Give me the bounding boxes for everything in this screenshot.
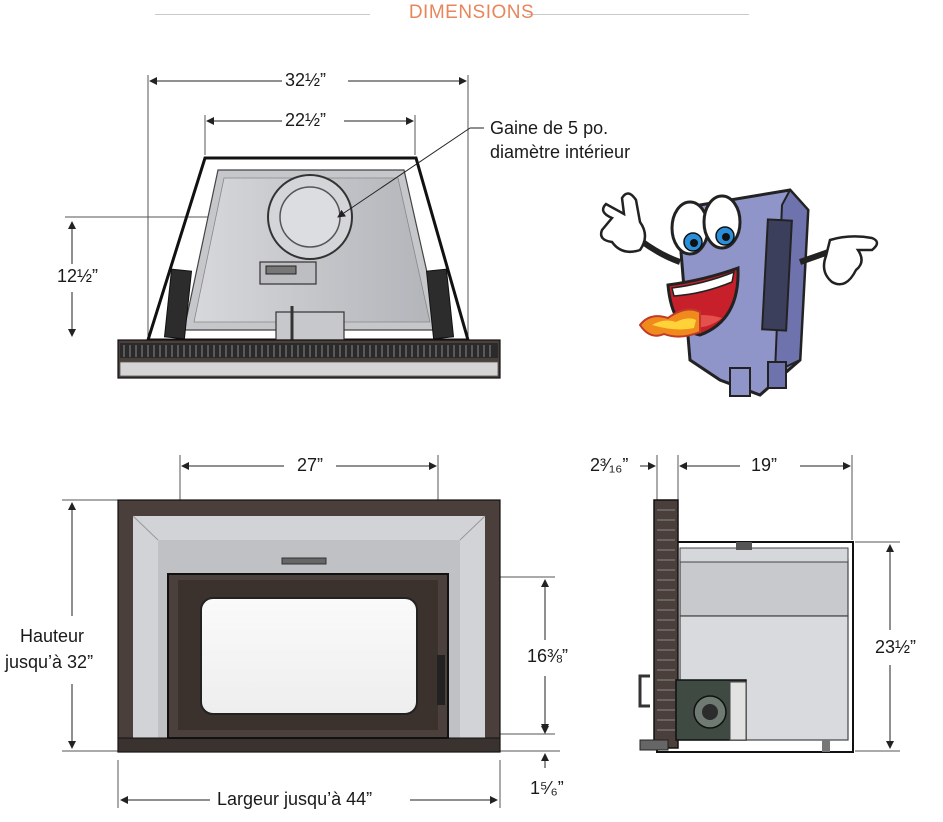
faceplate-depth-label: 2³⁄₁₆” [590, 455, 629, 475]
front-width-label: Largeur jusqu’à 44” [214, 789, 376, 810]
flue-note-line-2: diamètre intérieur [490, 142, 631, 162]
front-view-drawing [62, 455, 560, 808]
top-width-inner-label: 22½” [282, 110, 330, 131]
stove-mascot-icon [597, 175, 883, 407]
title-rule-right [527, 14, 749, 15]
section-header: DIMENSIONS [0, 0, 943, 30]
side-height-label: 23½” [872, 637, 920, 658]
side-depth-label: 19” [748, 455, 781, 476]
side-view-drawing [638, 455, 900, 753]
flue-note-line-1: Gaine de 5 po. [490, 118, 609, 138]
front-height-label-line-2: jusqu’à 32” [5, 652, 94, 672]
top-view-drawing [65, 75, 501, 379]
door-height-label: 16⅜” [524, 646, 572, 667]
section-title: DIMENSIONS [408, 2, 535, 23]
front-opening-width-label: 27” [294, 455, 327, 476]
title-rule-left [155, 14, 370, 15]
top-width-outer-label: 32½” [282, 70, 330, 91]
base-height-label: 1⁵⁄₆” [530, 778, 564, 798]
top-height-label: 12½” [54, 266, 102, 287]
front-height-label-line-1: Hauteur [20, 626, 85, 646]
